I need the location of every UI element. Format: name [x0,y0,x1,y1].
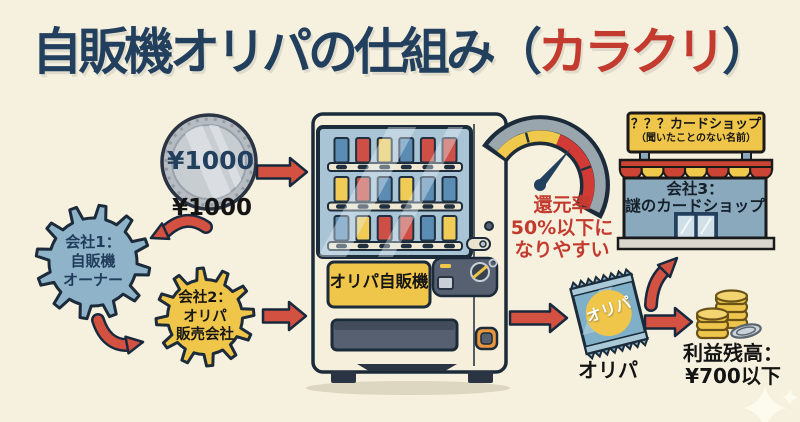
card-stock-rows [333,137,458,249]
profit-line1: 利益残高： [683,341,783,365]
shop-label-line1: 会社3： [666,180,724,198]
title-highlight: カラクリ [538,23,726,81]
gauge-needle [536,148,571,188]
arrow-machine-to-company1 [149,214,213,241]
coin-icon [160,113,258,211]
title-suffix: ） [722,23,772,81]
title-prefix: 自販機オリパの仕組み（ [32,23,542,81]
shop-sign [626,111,766,154]
machine-panel-label: オリパ自販機 [329,272,429,291]
coins-icon [695,289,762,340]
coin-face-label: ¥1000 [167,146,254,175]
arrow-company2-to-machine [261,300,308,332]
dispense-tray [330,318,459,352]
company2-label: 会社2： オリパ 販売会社 [159,289,251,345]
profit-balance-label: 利益残高： ¥700以下 [681,342,785,388]
coin-slot-panel [431,256,499,298]
arrow-coin-to-machine [255,156,309,188]
arrow-company1-to-company2 [91,313,145,355]
company1-line2: 自販機 [70,252,116,270]
machine-shadow [306,381,510,395]
page-title: 自販機オリパの仕組み（カラクリ） [0,23,800,82]
arrow-packet-to-shop [644,256,679,312]
coin-return-pill [466,237,491,251]
arrow-machine-to-packet [508,302,569,334]
sparkle-icon [743,386,798,422]
arrow-packet-to-coins [643,306,694,338]
gear-company1-icon [34,203,152,321]
profit-line2: ¥700以下 [685,364,781,388]
payout-rate-caption: 還元率 50%以下に なりやすい [506,194,618,262]
coin-caption: ¥1000 [171,195,253,221]
company1-line3: オーナー [62,271,123,289]
company2-line3: 販売会社 [176,327,234,343]
vending-machine-icon [311,112,508,383]
shop-base [616,236,776,251]
glass-reflection [318,127,467,257]
payout-line2: 50%以下に [510,216,614,239]
shop-sign-line2: （聞いたことのない名前） [636,133,756,144]
payout-line1: 還元率 [533,194,591,216]
packet-caption: オリパ [578,358,638,382]
company1-label: 会社1： 自販機 オーナー [47,233,139,290]
payout-line3: なりやすい [514,239,610,261]
company2-line1: 会社2： [178,290,232,306]
card-shop-icon [616,111,776,251]
gear-company2-icon [154,266,256,368]
company2-line2: オリパ [183,308,227,325]
gauge-icon [481,115,610,219]
side-button [484,221,494,231]
shop-doors [674,212,718,239]
oripa-packet-icon [569,267,649,361]
company1-line1: 会社1： [65,233,121,251]
shop-label-line2: 謎のカードショップ [625,197,765,215]
shop-sign-line1: ？？？カードショップ [630,117,761,132]
machine-name-panel [326,260,432,309]
